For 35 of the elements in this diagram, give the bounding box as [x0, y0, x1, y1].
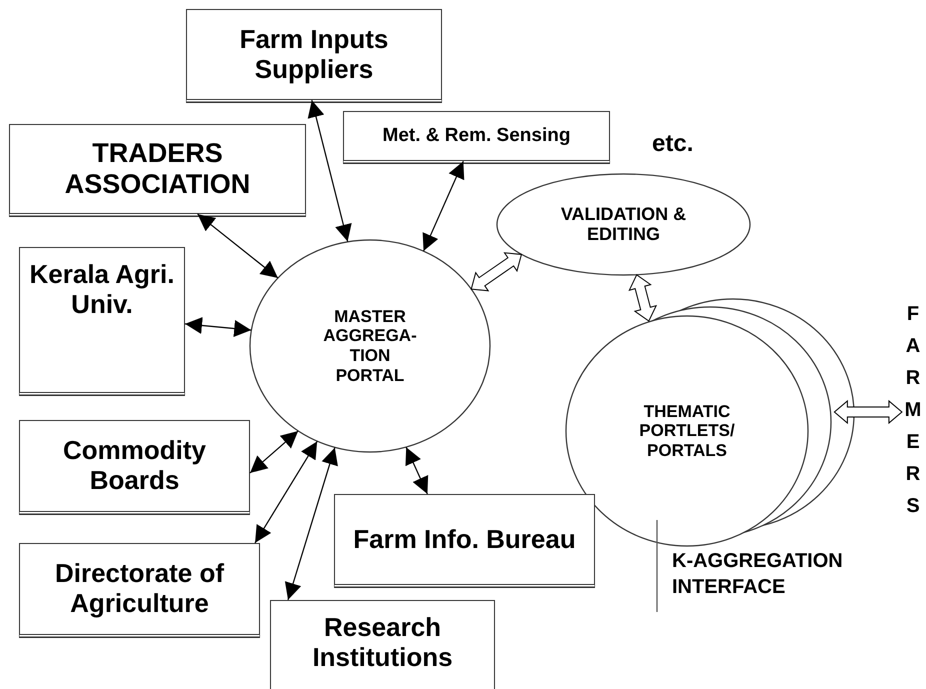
node-label: Research Institutions [311, 613, 454, 673]
note-text: etc. [652, 129, 694, 159]
node-label: VALIDATION & EDITING [560, 202, 688, 246]
block-arrow [628, 274, 658, 322]
entity-box [270, 600, 495, 689]
entity-box [19, 247, 185, 393]
entity-box [186, 9, 442, 100]
node-label: Directorate of Agriculture [54, 559, 226, 619]
arrow [405, 446, 428, 494]
entity-box [343, 111, 610, 161]
entity-box [19, 543, 260, 635]
node-label: Commodity Boards [62, 436, 207, 496]
arrow [308, 100, 352, 242]
arrow [197, 214, 278, 278]
node-label: Farm Inputs Suppliers [238, 24, 390, 84]
vertical-label: FARMERS [902, 298, 924, 528]
note-text: K-AGGREGATION INTERFACE [672, 549, 844, 600]
node-label: MASTER AGGREGA- TION PORTAL [322, 306, 418, 387]
arrow [254, 441, 318, 544]
arrow [422, 160, 464, 252]
node-label: Kerala Agri. Univ. [28, 260, 176, 320]
arrow [184, 317, 252, 337]
block-arrow [834, 400, 903, 424]
node-label: Met. & Rem. Sensing [382, 125, 570, 147]
entity-box [9, 124, 306, 214]
entity-box [334, 494, 595, 585]
block-arrow [470, 252, 522, 292]
arrow [284, 447, 338, 600]
node-label: TRADERS ASSOCIATION [64, 138, 252, 200]
entity-box [19, 420, 250, 512]
node-label: THEMATIC PORTLETS/ PORTALS [638, 400, 736, 462]
portal-circle [250, 240, 490, 452]
process-ellipse [497, 174, 750, 275]
node-label: Farm Info. Bureau [353, 524, 576, 554]
arrow [250, 430, 299, 474]
